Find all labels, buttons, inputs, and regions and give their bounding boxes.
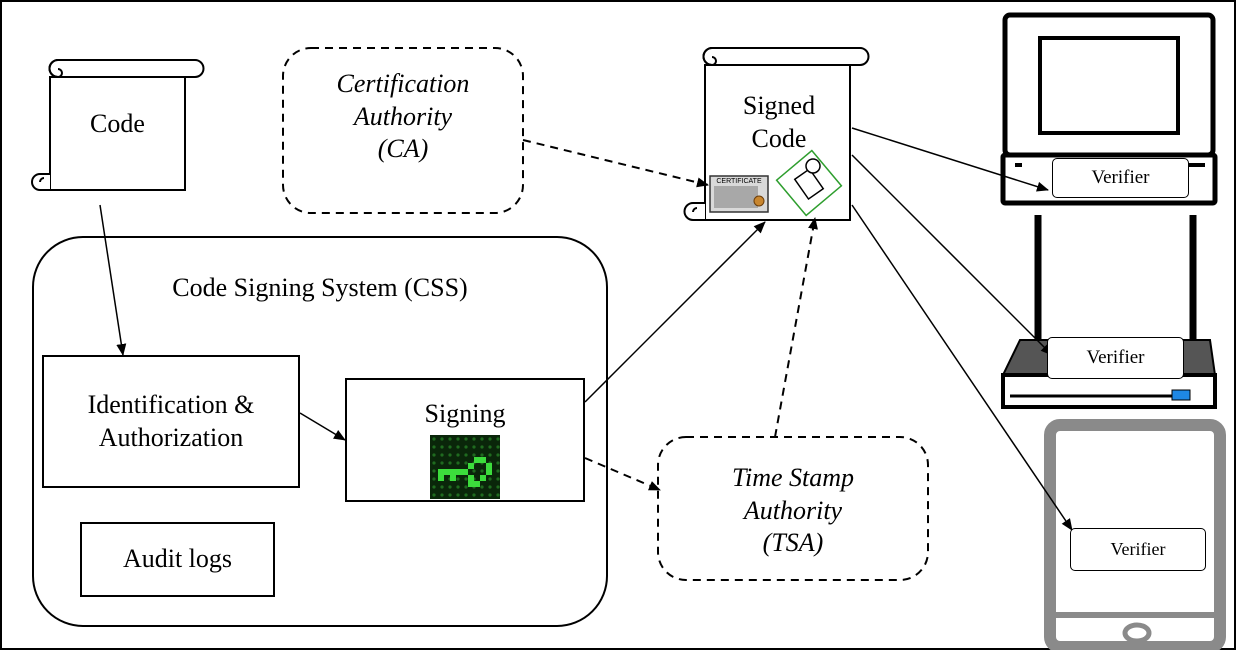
ca-label: Certification Authority (CA) [283, 68, 523, 166]
signing-label: Signing [424, 399, 506, 428]
signed-code-to-computer-arrow [851, 127, 1049, 192]
ca-label-line3: (CA) [377, 134, 429, 163]
solid-arrows [99, 127, 1073, 531]
signed-code-line2: Code [751, 123, 807, 153]
identification-to-signing-arrow [299, 412, 346, 441]
code-label: Code [90, 109, 145, 138]
tsa-label-line1: Time Stamp [731, 463, 855, 492]
computer-verifier-box: Verifier [1052, 158, 1189, 198]
ca-to-certificate-arrow [522, 139, 709, 188]
tsa-to-timestamp-arrow [774, 217, 818, 438]
tsa-label: Time Stamp Authority (TSA) [658, 462, 928, 560]
tablet-verifier-box: Verifier [1070, 528, 1206, 571]
signed-code-line1: Signed [742, 91, 816, 120]
ca-box [282, 47, 524, 214]
tsa-box [657, 436, 929, 581]
identification-line1: Identification & [87, 390, 255, 419]
audit-logs-label: Audit logs [122, 544, 233, 574]
certificate-icon [709, 175, 769, 213]
timestamp-stamp-icon [775, 149, 843, 217]
signed-code-to-router-arrow [851, 154, 1053, 356]
identification-line2: Authorization [98, 422, 244, 452]
key-icon [430, 435, 500, 499]
signing-to-signed-code-arrow [584, 221, 766, 403]
tsa-label-line2: Authority [743, 495, 843, 525]
css-title: Code Signing System (CSS) [172, 273, 468, 302]
dashed-arrows [522, 139, 818, 491]
certificate-text: CERTIFICATE [716, 178, 762, 185]
ca-label-line1: Certification [336, 69, 470, 98]
tsa-label-line3: (TSA) [762, 528, 824, 557]
signed-code-to-tablet-arrow [851, 204, 1073, 531]
audit-logs-box: Audit logs [80, 522, 275, 597]
signed-code-label: Signed Code [708, 90, 850, 155]
code-scroll-icon [31, 59, 205, 191]
code-to-identification-arrow [99, 204, 127, 356]
signing-box: Signing [345, 378, 585, 502]
identification-box: Identification & Authorization [42, 355, 300, 488]
ca-label-line2: Authority [353, 101, 453, 131]
router-verifier-box: Verifier [1047, 337, 1184, 379]
